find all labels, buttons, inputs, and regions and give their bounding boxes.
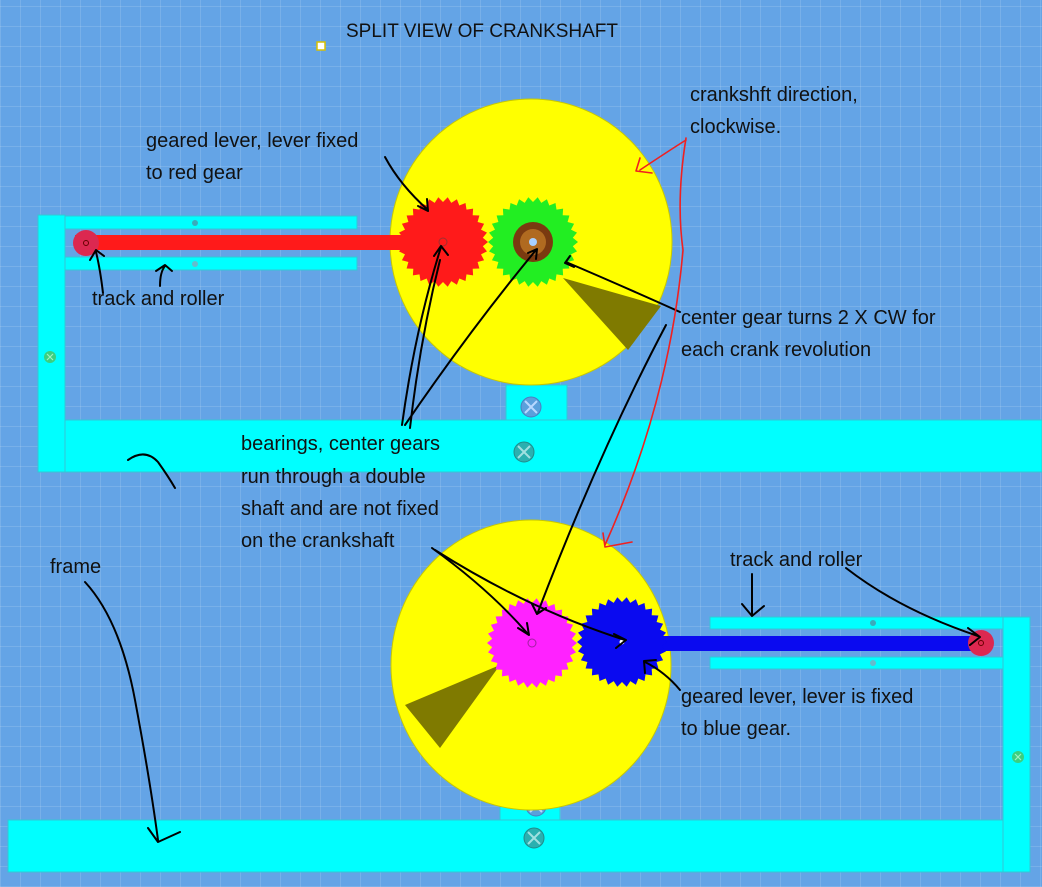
bottom-track-upper <box>709 616 1004 630</box>
blue-lever-label-line1: geared lever, lever is fixed <box>681 686 913 708</box>
top-track-upper <box>64 215 358 230</box>
track-pin <box>870 660 876 666</box>
top-track-label: track and roller <box>92 288 225 310</box>
bearings-label-line1: bearings, center gears <box>241 433 440 455</box>
gear-body <box>398 197 488 287</box>
center-gear-label-line2: each crank revolution <box>681 339 871 361</box>
center-gear-label-line1: center gear turns 2 X CW for <box>681 307 936 329</box>
gear-body <box>487 598 577 688</box>
track-pin <box>870 620 876 626</box>
frame-top-base <box>64 419 1042 473</box>
blue-lever-label-line2: to blue gear. <box>681 718 791 740</box>
bottom-track-lower <box>709 656 1004 670</box>
bearings-label-line3: shaft and are not fixed <box>241 498 439 520</box>
track-pin <box>192 261 198 267</box>
gear-axle <box>527 638 537 648</box>
top-roller <box>73 230 99 256</box>
red-lever-label-line1: geared lever, lever fixed <box>146 130 358 152</box>
red-lever-label-line2: to red gear <box>146 162 243 184</box>
frame-left-upright <box>37 214 66 473</box>
move-handle-icon[interactable] <box>316 41 326 51</box>
annotation-arrows <box>84 137 981 843</box>
roller-pin <box>978 640 984 646</box>
bottom-crank-wedge <box>405 665 500 748</box>
frame-bottom-base <box>7 819 1004 873</box>
direction-label-line1: crankshft direction, <box>690 84 858 106</box>
bottom-track-label: track and roller <box>730 549 863 571</box>
diagram-title: SPLIT VIEW OF CRANKSHAFT <box>346 21 618 42</box>
gear-axle <box>438 237 448 247</box>
screw-icon <box>520 396 542 418</box>
bottom-roller <box>968 630 994 656</box>
top-track-lower <box>64 256 358 271</box>
red-gear <box>398 197 488 287</box>
screw-icon <box>1012 751 1024 763</box>
direction-label-line2: clockwise. <box>690 116 781 138</box>
screw-icon <box>523 827 545 849</box>
bearings-label-line2: run through a double <box>241 466 426 488</box>
roller-pin <box>83 240 89 246</box>
frame-label: frame <box>50 556 101 578</box>
crankshaft-axle <box>529 238 537 246</box>
bearings-label-line4: on the crankshaft <box>241 530 395 552</box>
track-pin <box>192 220 198 226</box>
red-lever-bar <box>75 235 415 250</box>
magenta-gear <box>487 598 577 688</box>
screw-icon <box>44 351 56 363</box>
screw-icon <box>513 441 535 463</box>
blue-lever-bar <box>660 636 982 651</box>
frame-right-upright <box>1002 616 1031 873</box>
top-crank-wedge <box>563 278 661 350</box>
